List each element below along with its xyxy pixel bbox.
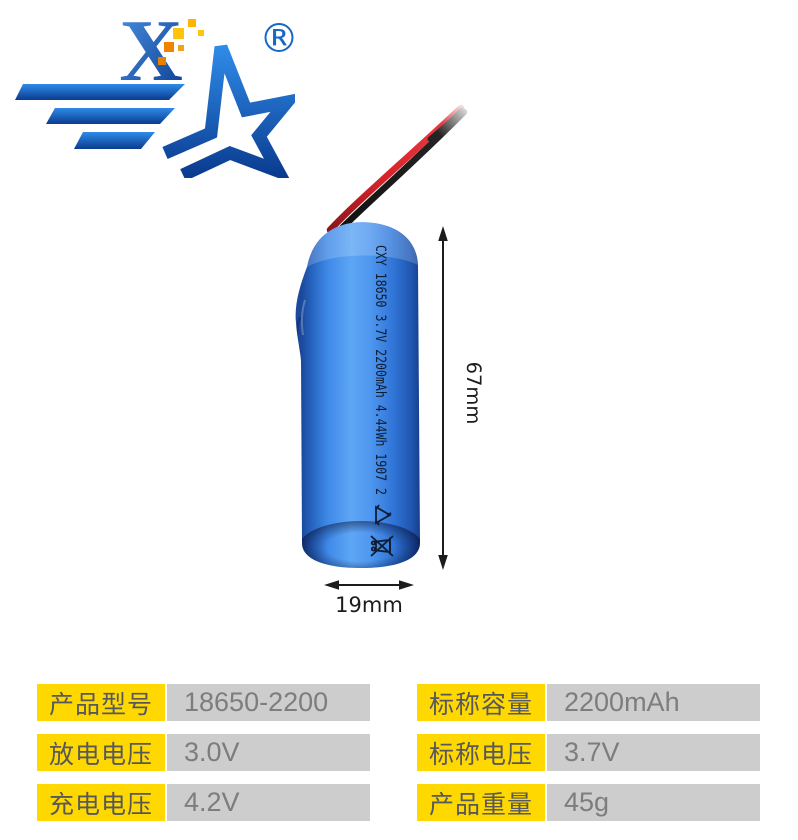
arrow-down-icon xyxy=(438,555,448,570)
arrow-left-icon xyxy=(324,580,339,590)
star-icon xyxy=(162,44,304,184)
battery-wires xyxy=(326,104,468,239)
spec-label: 产品型号 xyxy=(37,684,165,721)
diameter-label: 19mm xyxy=(335,593,403,617)
spec-value: 2200mAh xyxy=(547,684,760,721)
spec-value: 3.7V xyxy=(547,734,760,771)
battery-print-text: CXY 18650 3.7V 2200mAh 4.44Wh 1907 2 xyxy=(372,245,388,495)
spec-label: 放电电压 xyxy=(37,734,165,771)
battery-svg: CXY 18650 3.7V 2200mAh 4.44Wh 1907 2 xyxy=(295,104,485,617)
spec-value: 18650-2200 xyxy=(167,684,370,721)
logo-letter: X xyxy=(119,10,183,100)
spec-label: 标称电压 xyxy=(417,734,545,771)
brand-logo: X ® xyxy=(15,3,304,184)
no-trash-bin-icon xyxy=(370,535,394,557)
battery-body: CXY 18650 3.7V 2200mAh 4.44Wh 1907 2 xyxy=(295,222,421,568)
spec-row-nominal-voltage: 标称电压 3.7V xyxy=(417,734,760,771)
spec-row-capacity: 标称容量 2200mAh xyxy=(417,684,760,721)
wing-stripes-icon xyxy=(15,84,185,149)
spec-value: 3.0V xyxy=(167,734,370,771)
spec-value: 4.2V xyxy=(167,784,370,821)
brand-logo-svg: X ® xyxy=(15,3,304,184)
spec-label: 标称容量 xyxy=(417,684,545,721)
battery-visual: CXY 18650 3.7V 2200mAh 4.44Wh 1907 2 xyxy=(280,95,500,625)
black-wire-twist xyxy=(427,107,465,142)
spec-row-discharge-voltage: 放电电压 3.0V xyxy=(37,734,370,771)
spec-row-model: 产品型号 18650-2200 xyxy=(37,684,370,721)
pixel-trail-icon xyxy=(158,19,204,65)
diameter-dimension: 19mm xyxy=(324,580,414,617)
recycle-icon xyxy=(375,504,392,526)
spec-value: 45g xyxy=(547,784,760,821)
height-label: 67mm xyxy=(462,362,485,425)
spec-row-weight: 产品重量 45g xyxy=(417,784,760,821)
spec-table: 产品型号 18650-2200 标称容量 2200mAh 放电电压 3.0V 标… xyxy=(37,684,760,821)
registered-mark: ® xyxy=(259,16,295,62)
spec-label: 充电电压 xyxy=(37,784,165,821)
arrow-right-icon xyxy=(399,580,414,590)
height-dimension: 67mm xyxy=(438,226,485,570)
arrow-up-icon xyxy=(438,226,448,241)
spec-label: 产品重量 xyxy=(417,784,545,821)
black-wire xyxy=(331,108,468,239)
spec-row-charge-voltage: 充电电压 4.2V xyxy=(37,784,370,821)
